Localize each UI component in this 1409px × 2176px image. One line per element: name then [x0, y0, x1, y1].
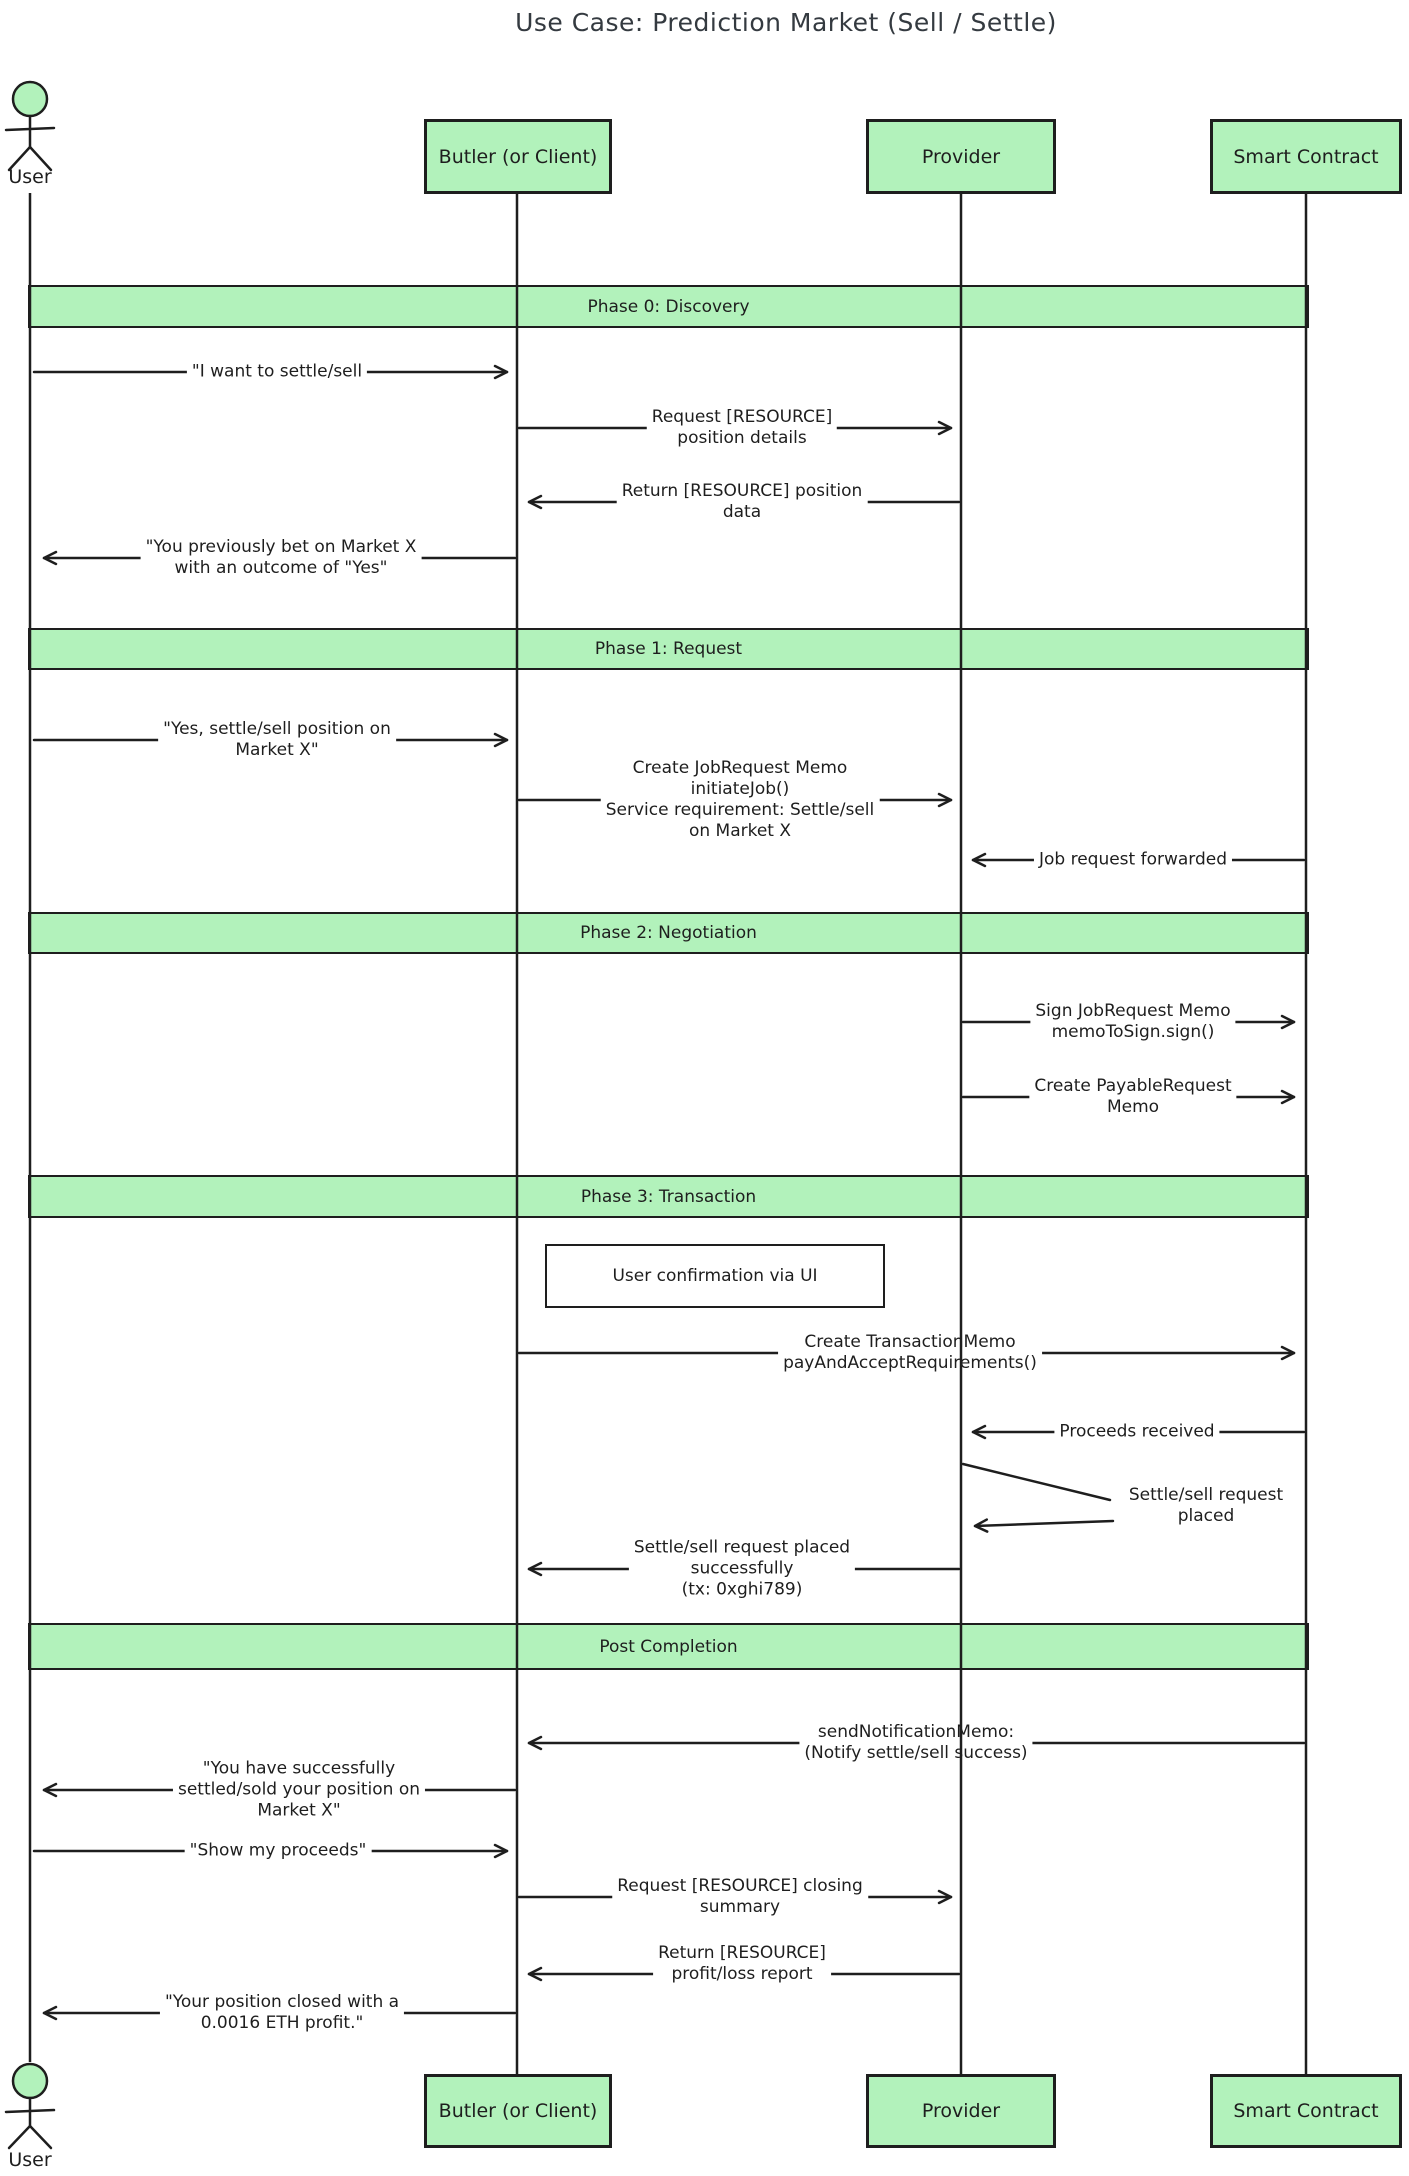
message-label-create-transactionmemo: Create TransactionMemo payAndAcceptRequi… [778, 1331, 1042, 1375]
message-label-request-position-details: Request [RESOURCE] position details [646, 406, 838, 450]
provider-label-bottom: Provider [921, 2100, 1001, 2122]
message-label-create-payablerequest: Create PayableRequest Memo [1029, 1075, 1237, 1119]
diagram-title: Use Case: Prediction Market (Sell / Sett… [515, 8, 1057, 37]
message-label-placed-successfully-tx: Settle/sell request placed successfully … [628, 1536, 856, 1602]
actor-box-smart-contract-top: Smart Contract [1210, 119, 1402, 194]
user-stick-figure-top [4, 80, 56, 172]
message-label-proceeds-received: Proceeds received [1054, 1420, 1220, 1444]
message-arrow-11-out [961, 1462, 1112, 1502]
message-label-previously-bet: "You previously bet on Market X with an … [140, 536, 422, 580]
message-label-send-notification-memo: sendNotificationMemo: (Notify settle/sel… [799, 1721, 1033, 1765]
phase-band-request: Phase 1: Request [28, 628, 1309, 670]
user-label-top: User [8, 166, 52, 188]
butler-label-bottom: Butler (or Client) [438, 2100, 598, 2122]
note-user-confirmation-label: User confirmation via UI [612, 1266, 818, 1286]
smart-contract-label-bottom: Smart Contract [1233, 2100, 1379, 2122]
phase-band-negotiation-label: Phase 2: Negotiation [580, 923, 757, 943]
smart-contract-label-top: Smart Contract [1233, 145, 1379, 168]
message-label-return-position-data: Return [RESOURCE] position data [616, 480, 868, 524]
actor-box-butler-bottom: Butler (or Client) [424, 2074, 612, 2148]
phase-band-transaction: Phase 3: Transaction [28, 1175, 1309, 1218]
message-label-request-closing-summary: Request [RESOURCE] closing summary [612, 1875, 868, 1919]
phase-band-transaction-label: Phase 3: Transaction [580, 1186, 757, 1207]
actor-box-provider-bottom: Provider [866, 2074, 1056, 2148]
message-arrow-11-return [973, 1518, 1115, 1533]
message-label-job-request-forwarded: Job request forwarded [1033, 848, 1233, 872]
message-label-position-closed-profit: "Your position closed with a 0.0016 ETH … [159, 1991, 405, 2035]
butler-label-top: Butler (or Client) [438, 145, 598, 168]
phase-band-request-label: Phase 1: Request [594, 639, 743, 659]
actor-box-smart-contract-bottom: Smart Contract [1210, 2074, 1402, 2148]
phase-band-negotiation: Phase 2: Negotiation [28, 912, 1309, 954]
message-label-show-my-proceeds: "Show my proceeds" [184, 1839, 372, 1863]
message-label-i-want-to-settle: "I want to settle/sell [186, 360, 368, 384]
message-label-return-profit-loss: Return [RESOURCE] profit/loss report [653, 1942, 831, 1986]
message-label-yes-settle-sell: "Yes, settle/sell position on Market X" [158, 718, 396, 762]
actor-box-provider-top: Provider [866, 119, 1056, 194]
message-label-sign-jobrequest: Sign JobRequest Memo memoToSign.sign() [1030, 1000, 1236, 1044]
phase-band-discovery: Phase 0: Discovery [28, 285, 1309, 328]
phase-band-discovery-label: Phase 0: Discovery [587, 296, 750, 317]
provider-label-top: Provider [921, 145, 1001, 168]
message-label-successfully-settled: "You have successfully settled/sold your… [172, 1757, 426, 1823]
note-user-confirmation: User confirmation via UI [545, 1244, 885, 1308]
phase-band-post-completion-label: Post Completion [599, 1636, 738, 1657]
user-label-bottom: User [8, 2149, 52, 2171]
message-label-create-jobrequest: Create JobRequest Memo initiateJob() Ser… [600, 757, 880, 843]
actor-box-butler-top: Butler (or Client) [424, 119, 612, 194]
phase-band-post-completion: Post Completion [28, 1623, 1309, 1670]
user-stick-figure-bottom [4, 2062, 56, 2150]
message-label-settle-request-placed: Settle/sell request placed [1123, 1484, 1289, 1528]
